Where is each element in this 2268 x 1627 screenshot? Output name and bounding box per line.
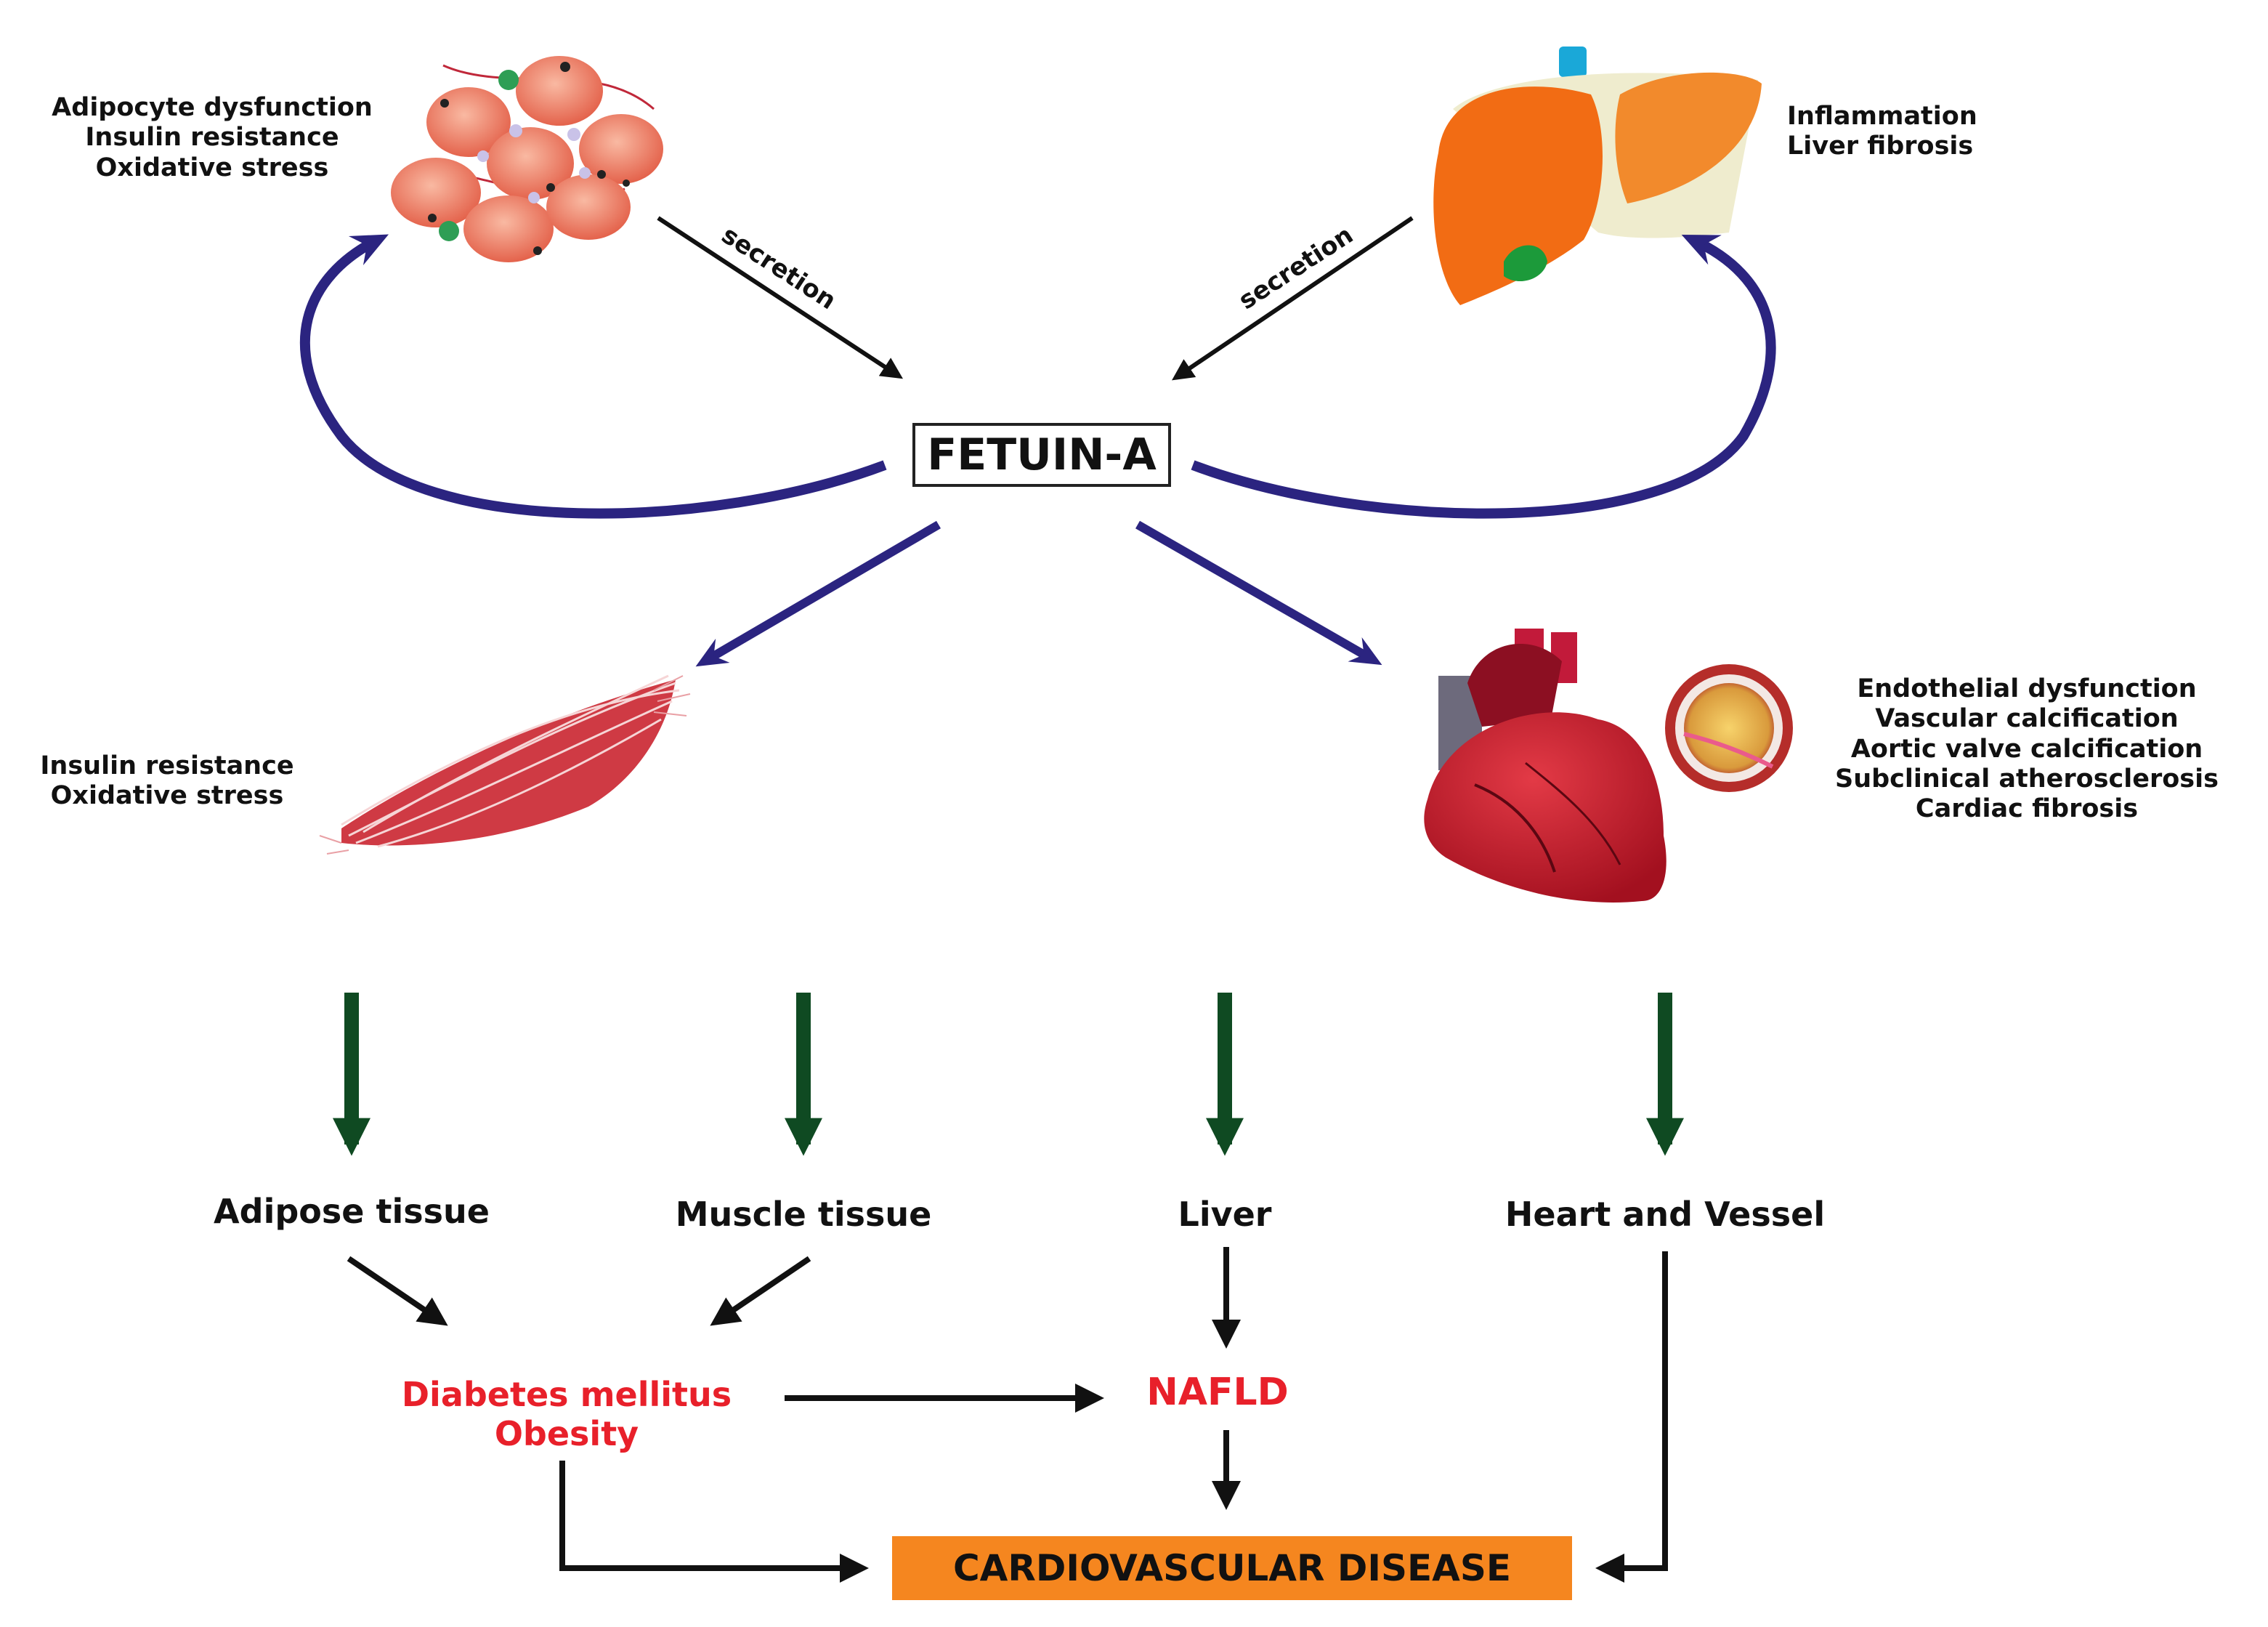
outcome-diabetes-obesity: Diabetes mellitus Obesity [378, 1375, 756, 1454]
fetuin-a-label: FETUIN-A [927, 429, 1157, 480]
liver-feedback-arrow [1191, 235, 1776, 519]
liver-effects: Inflammation Liver fibrosis [1787, 102, 1977, 162]
organ-label-adipose: Adipose tissue [214, 1192, 490, 1231]
heart-to-cvd-arrow [1595, 1251, 1668, 1583]
cvd-box: CARDIOVASCULAR DISEASE [892, 1536, 1572, 1600]
liver-icon [1433, 47, 1762, 305]
obesity-to-cvd-arrow [559, 1461, 869, 1583]
adipose-effects: Adipocyte dysfunction Insulin resistance… [38, 93, 386, 183]
heart-effect-item: Subclinical atherosclerosis [1835, 764, 2219, 794]
heart-icon [1424, 629, 1666, 903]
heart-effects: Endothelial dysfunction Vascular calcifi… [1802, 674, 2252, 824]
muscle-to-diabetes-arrow [710, 1256, 811, 1326]
adipocyte-cluster-icon [391, 56, 663, 262]
outcome-obesity: Obesity [494, 1414, 639, 1454]
muscle-effect-item: Oxidative stress [50, 781, 284, 811]
fetuin-to-heart-arrow [1135, 520, 1382, 666]
liver-secretion-arrow [1172, 216, 1414, 381]
heart-effect-item: Cardiac fibrosis [1915, 794, 2139, 824]
fetuin-to-muscle-arrow [695, 520, 941, 667]
liver-effect-item: Inflammation [1787, 102, 1977, 131]
organ-label-muscle: Muscle tissue [675, 1195, 932, 1234]
muscle-effect-item: Insulin resistance [40, 751, 294, 780]
heart-effect-item: Endothelial dysfunction [1857, 674, 2197, 703]
heart-effect-item: Aortic valve calcification [1850, 734, 2203, 764]
adipose-feedback-arrow [299, 234, 887, 519]
muscle-effects: Insulin resistance Oxidative stress [29, 751, 305, 812]
outcome-diabetes: Diabetes mellitus [401, 1375, 732, 1414]
heart-effect-item: Vascular calcification [1875, 704, 2179, 734]
adipose-secretion-arrow [657, 216, 904, 379]
liver-effect-item: Liver fibrosis [1787, 132, 1974, 161]
adipose-to-diabetes-arrow [347, 1256, 448, 1326]
artery-cross-section-icon [1665, 664, 1793, 792]
organ-label-heart: Heart and Vessel [1504, 1195, 1826, 1234]
organ-label-liver: Liver [1178, 1195, 1272, 1234]
adipose-effect-item: Insulin resistance [85, 123, 339, 153]
adipose-effect-item: Adipocyte dysfunction [52, 93, 373, 122]
adipose-effect-item: Oxidative stress [95, 153, 329, 182]
fetuin-a-box: FETUIN-A [912, 423, 1171, 487]
cvd-label: CARDIOVASCULAR DISEASE [952, 1547, 1512, 1589]
outcome-nafld: NAFLD [1146, 1370, 1289, 1414]
muscle-fiber-icon [319, 674, 691, 855]
